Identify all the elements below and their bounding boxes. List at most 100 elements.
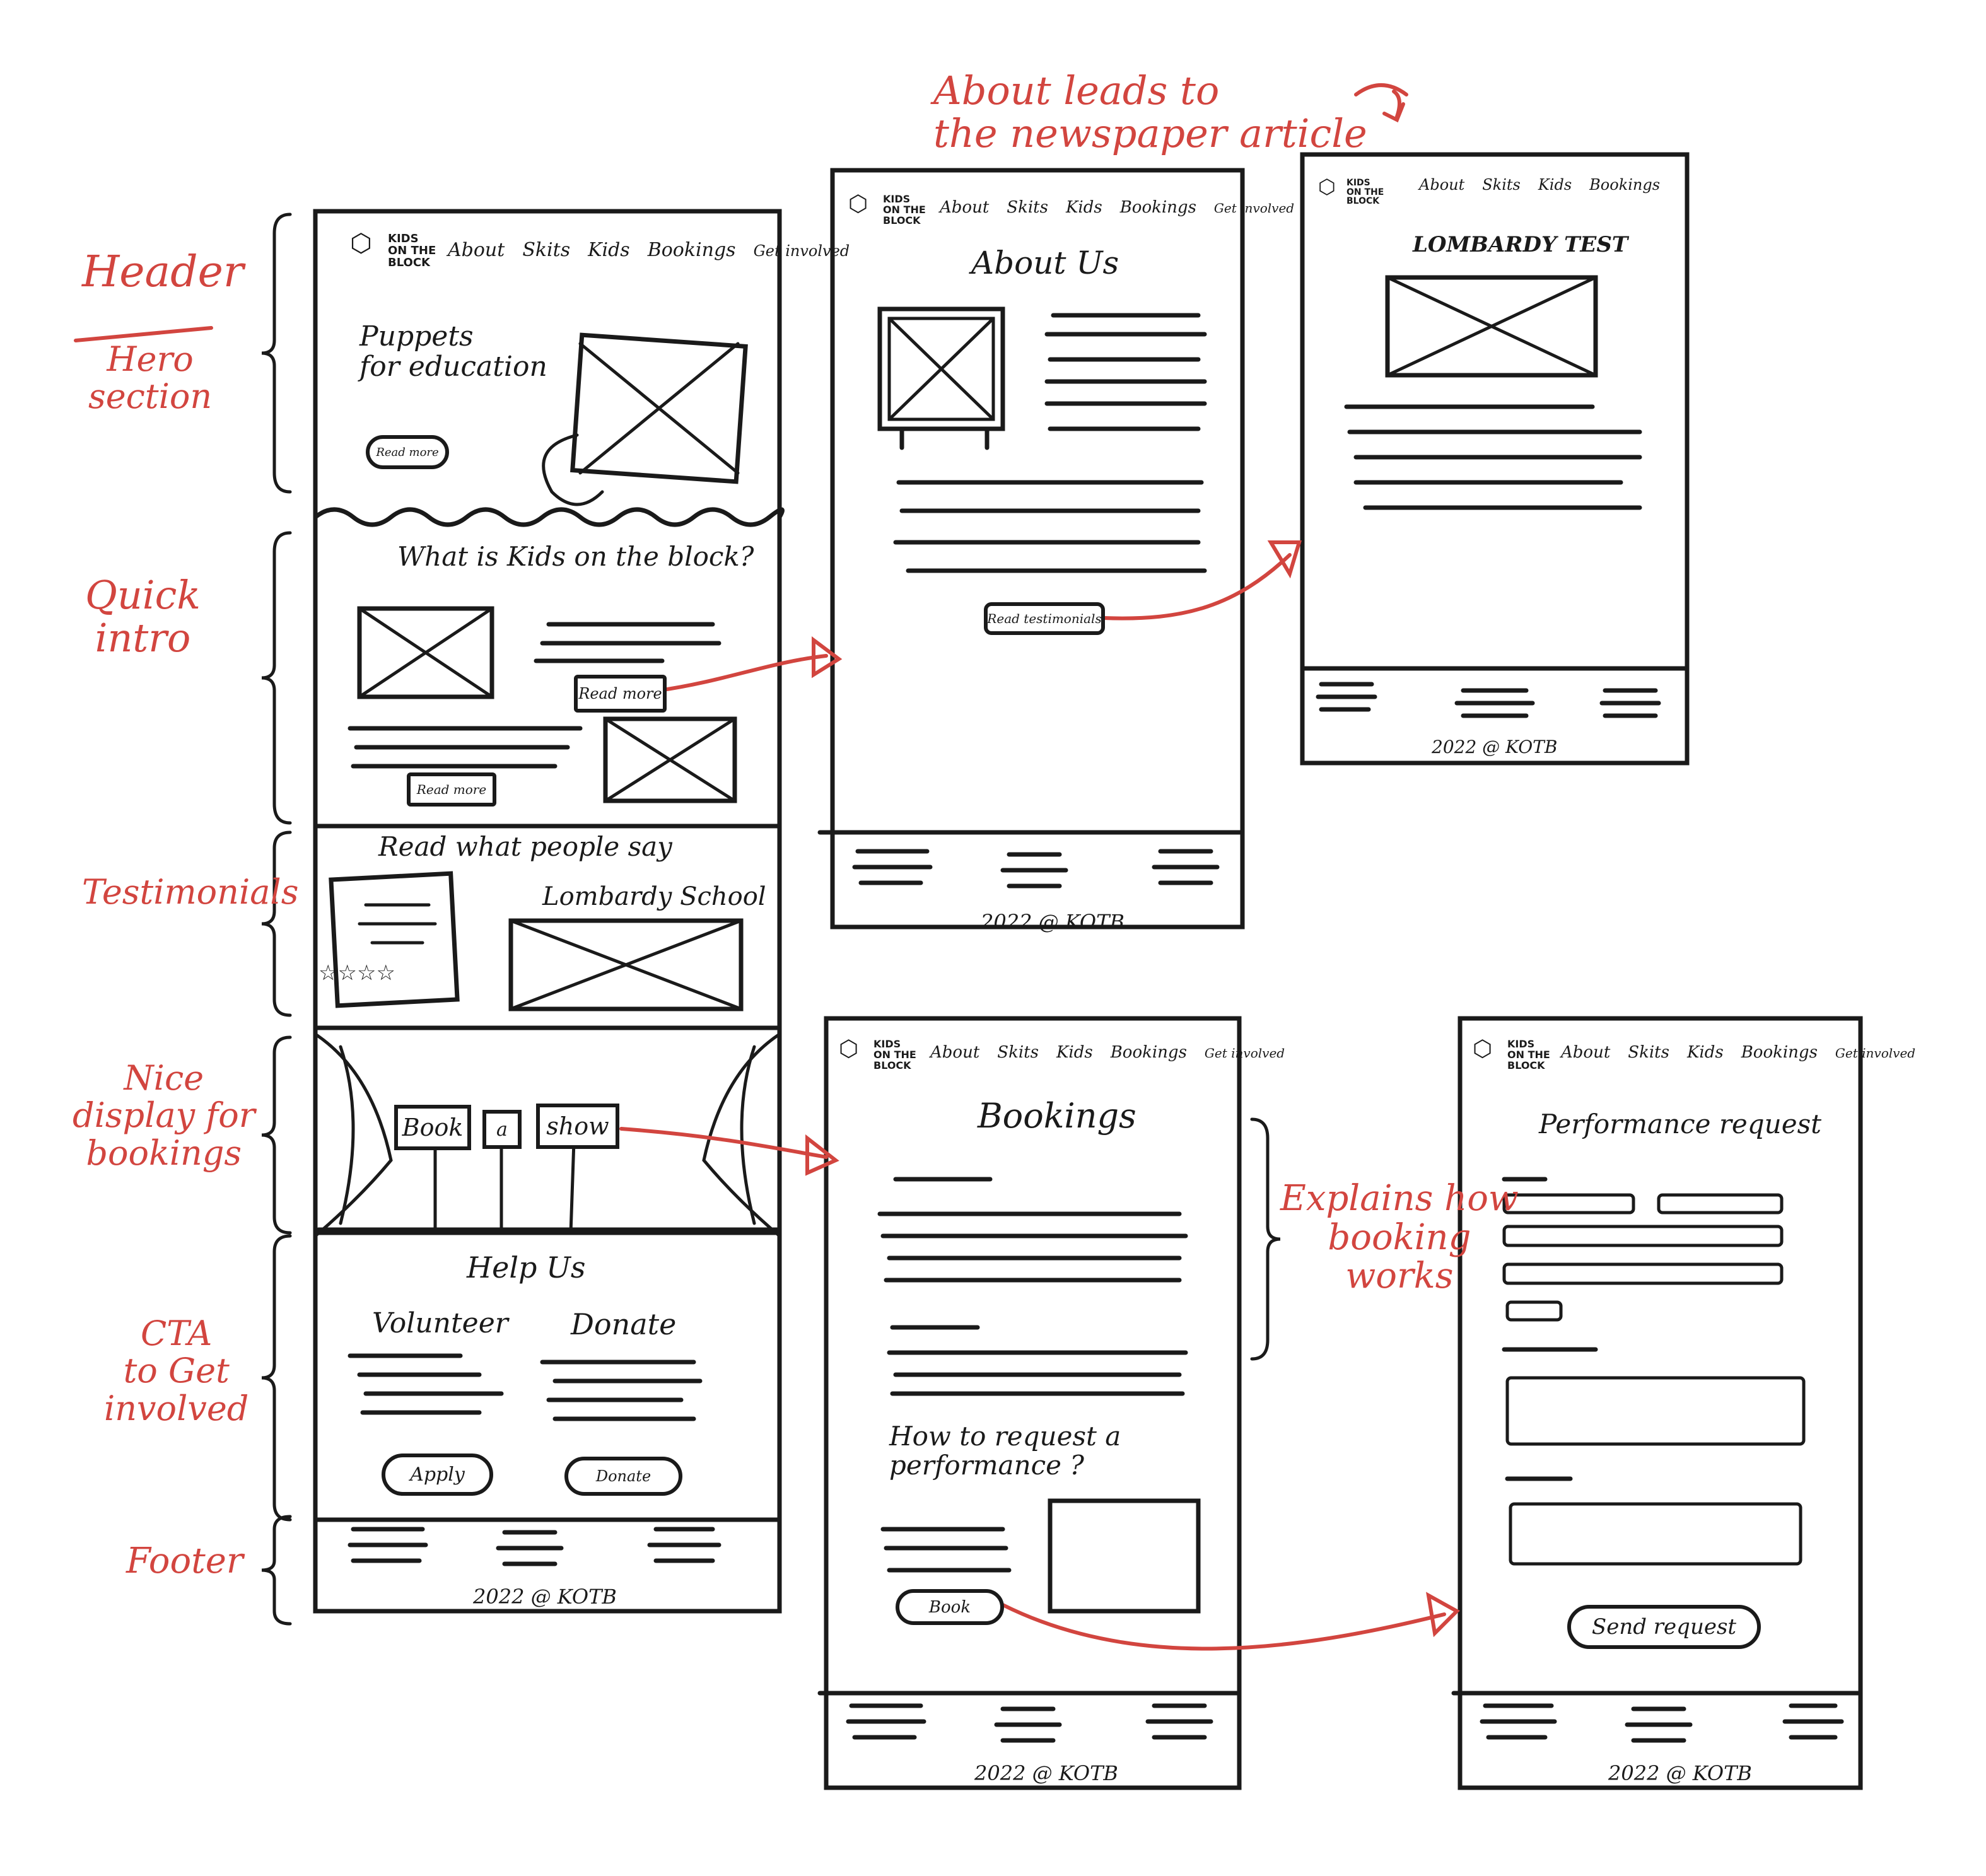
section-braces <box>261 213 1281 1626</box>
bookings-question: How to request a performance ? <box>889 1421 1121 1481</box>
hero-title: Puppets for education <box>359 320 547 383</box>
request-title: Performance request <box>1539 1109 1822 1139</box>
nav-about[interactable]: About <box>448 239 505 261</box>
annotation-testimonials: Testimonials <box>82 872 299 912</box>
nav-get-involved[interactable]: Get involved <box>1204 1046 1285 1061</box>
about-nav: About Skits Kids Bookings Get involved <box>940 199 1312 217</box>
nav-skits[interactable]: Skits <box>522 239 571 261</box>
home-nav: About Skits Kids Bookings Get involved <box>448 240 867 260</box>
volunteer-title: Volunteer <box>372 1307 508 1339</box>
nav-skits[interactable]: Skits <box>997 1043 1039 1062</box>
article-nav: About Skits Kids Bookings <box>1419 177 1678 193</box>
article-footer-lines <box>1316 682 1661 718</box>
home-footer-lines <box>348 1527 721 1566</box>
nav-skits[interactable]: Skits <box>1628 1043 1669 1062</box>
request-nav: About Skits Kids Bookings Get involved <box>1561 1044 1933 1062</box>
donate-title: Donate <box>571 1307 677 1341</box>
intro-title: What is Kids on the block? <box>397 541 754 572</box>
read-testimonials-button[interactable]: Read testimonials <box>984 602 1105 635</box>
nav-kids[interactable]: Kids <box>588 239 630 261</box>
header-underline <box>74 326 213 342</box>
nav-bookings[interactable]: Bookings <box>1741 1043 1818 1062</box>
intro-image-1 <box>357 606 494 699</box>
annotation-quick-intro: Quick intro <box>85 572 201 661</box>
nav-get-involved[interactable]: Get involved <box>1835 1046 1916 1061</box>
testimonial-image <box>508 918 744 1011</box>
article-page-frame <box>1300 152 1690 766</box>
bookings-text-lines <box>877 1177 1188 1573</box>
annotation-footer: Footer <box>126 1541 243 1582</box>
nav-about[interactable]: About <box>940 198 990 217</box>
bookings-footer-text: 2022 @ KOTB <box>974 1761 1118 1785</box>
a-sign[interactable]: a <box>482 1110 522 1149</box>
request-page-frame <box>1457 1016 1863 1790</box>
hero-read-more-button[interactable]: Read more <box>366 435 449 469</box>
article-title: LOMBARDY TEST <box>1413 232 1628 257</box>
send-request-button[interactable]: Send request <box>1567 1605 1761 1649</box>
about-title: About Us <box>971 245 1119 281</box>
nav-bookings[interactable]: Bookings <box>647 239 736 261</box>
request-footer-text: 2022 @ KOTB <box>1608 1761 1752 1785</box>
bookings-footer-lines <box>846 1703 1213 1743</box>
annotation-about-leads: About leads to the newspaper article <box>933 67 1367 157</box>
nav-about[interactable]: About <box>1419 176 1465 194</box>
annotation-hero: Hero section <box>88 339 213 417</box>
donate-button[interactable]: Donate <box>564 1457 682 1496</box>
nav-kids[interactable]: Kids <box>1686 1043 1724 1062</box>
bookings-image-box <box>1048 1498 1201 1614</box>
bookings-page-frame <box>824 1016 1242 1790</box>
about-footer-lines <box>852 849 1220 888</box>
nav-about[interactable]: About <box>930 1043 980 1062</box>
article-footer-text: 2022 @ KOTB <box>1432 737 1558 757</box>
nav-get-involved[interactable]: Get involved <box>1213 201 1295 216</box>
show-sign[interactable]: show <box>536 1104 619 1149</box>
bookings-title: Bookings <box>978 1096 1136 1136</box>
nav-skits[interactable]: Skits <box>1482 176 1521 194</box>
intro-read-more-button-2[interactable]: Read more <box>407 772 496 807</box>
help-title: Help Us <box>467 1250 586 1285</box>
nav-skits[interactable]: Skits <box>1007 198 1048 217</box>
about-page-frame <box>830 168 1245 929</box>
request-footer-lines <box>1480 1703 1844 1743</box>
intro-read-more-button-1[interactable]: Read more <box>574 675 667 713</box>
annotation-explains: Explains how booking works <box>1280 1178 1519 1297</box>
nav-kids[interactable]: Kids <box>1065 198 1102 217</box>
article-text-lines <box>1344 404 1642 510</box>
flow-arrows <box>619 83 1460 1651</box>
cube-icon: ⬡ <box>839 1036 859 1062</box>
cube-icon: ⬡ <box>350 229 372 258</box>
home-footer-text: 2022 @ KOTB <box>473 1585 617 1609</box>
apply-button[interactable]: Apply <box>382 1454 493 1496</box>
home-page-frame <box>313 209 782 1614</box>
cube-icon: ⬡ <box>848 191 868 217</box>
star-rating-icon: ☆☆☆☆ <box>318 960 395 986</box>
intro-text-lines <box>348 622 721 769</box>
hero-image-placeholder <box>542 332 748 506</box>
intro-image-2 <box>603 716 737 803</box>
nav-bookings[interactable]: Bookings <box>1589 176 1661 194</box>
nav-bookings[interactable]: Bookings <box>1119 198 1196 217</box>
bookings-nav: About Skits Kids Bookings Get involved <box>930 1044 1302 1062</box>
cube-icon: ⬡ <box>1318 175 1336 199</box>
book-sign[interactable]: Book <box>394 1105 471 1150</box>
about-text-lines <box>893 313 1207 573</box>
nav-get-involved[interactable]: Get involved <box>753 242 850 260</box>
nav-kids[interactable]: Kids <box>1538 176 1572 194</box>
annotation-cta: CTA to Get involved <box>104 1314 249 1428</box>
nav-bookings[interactable]: Bookings <box>1110 1043 1187 1062</box>
about-footer-text: 2022 @ KOTB <box>981 910 1124 934</box>
about-image-placeholder <box>877 306 1005 450</box>
hero-wave-divider <box>313 507 785 527</box>
article-image-placeholder <box>1385 275 1598 378</box>
testimonial-card <box>329 871 460 1008</box>
curtains <box>313 1032 781 1238</box>
cube-icon: ⬡ <box>1473 1036 1493 1062</box>
annotation-header: Header <box>82 247 244 297</box>
nav-about[interactable]: About <box>1561 1043 1611 1062</box>
nav-kids[interactable]: Kids <box>1056 1043 1093 1062</box>
request-form-fields <box>1502 1177 1806 1566</box>
testimonial-name: Lombardy School <box>542 882 766 911</box>
annotation-bookings-display: Nice display for bookings <box>73 1058 255 1173</box>
book-button[interactable]: Book <box>896 1589 1004 1625</box>
